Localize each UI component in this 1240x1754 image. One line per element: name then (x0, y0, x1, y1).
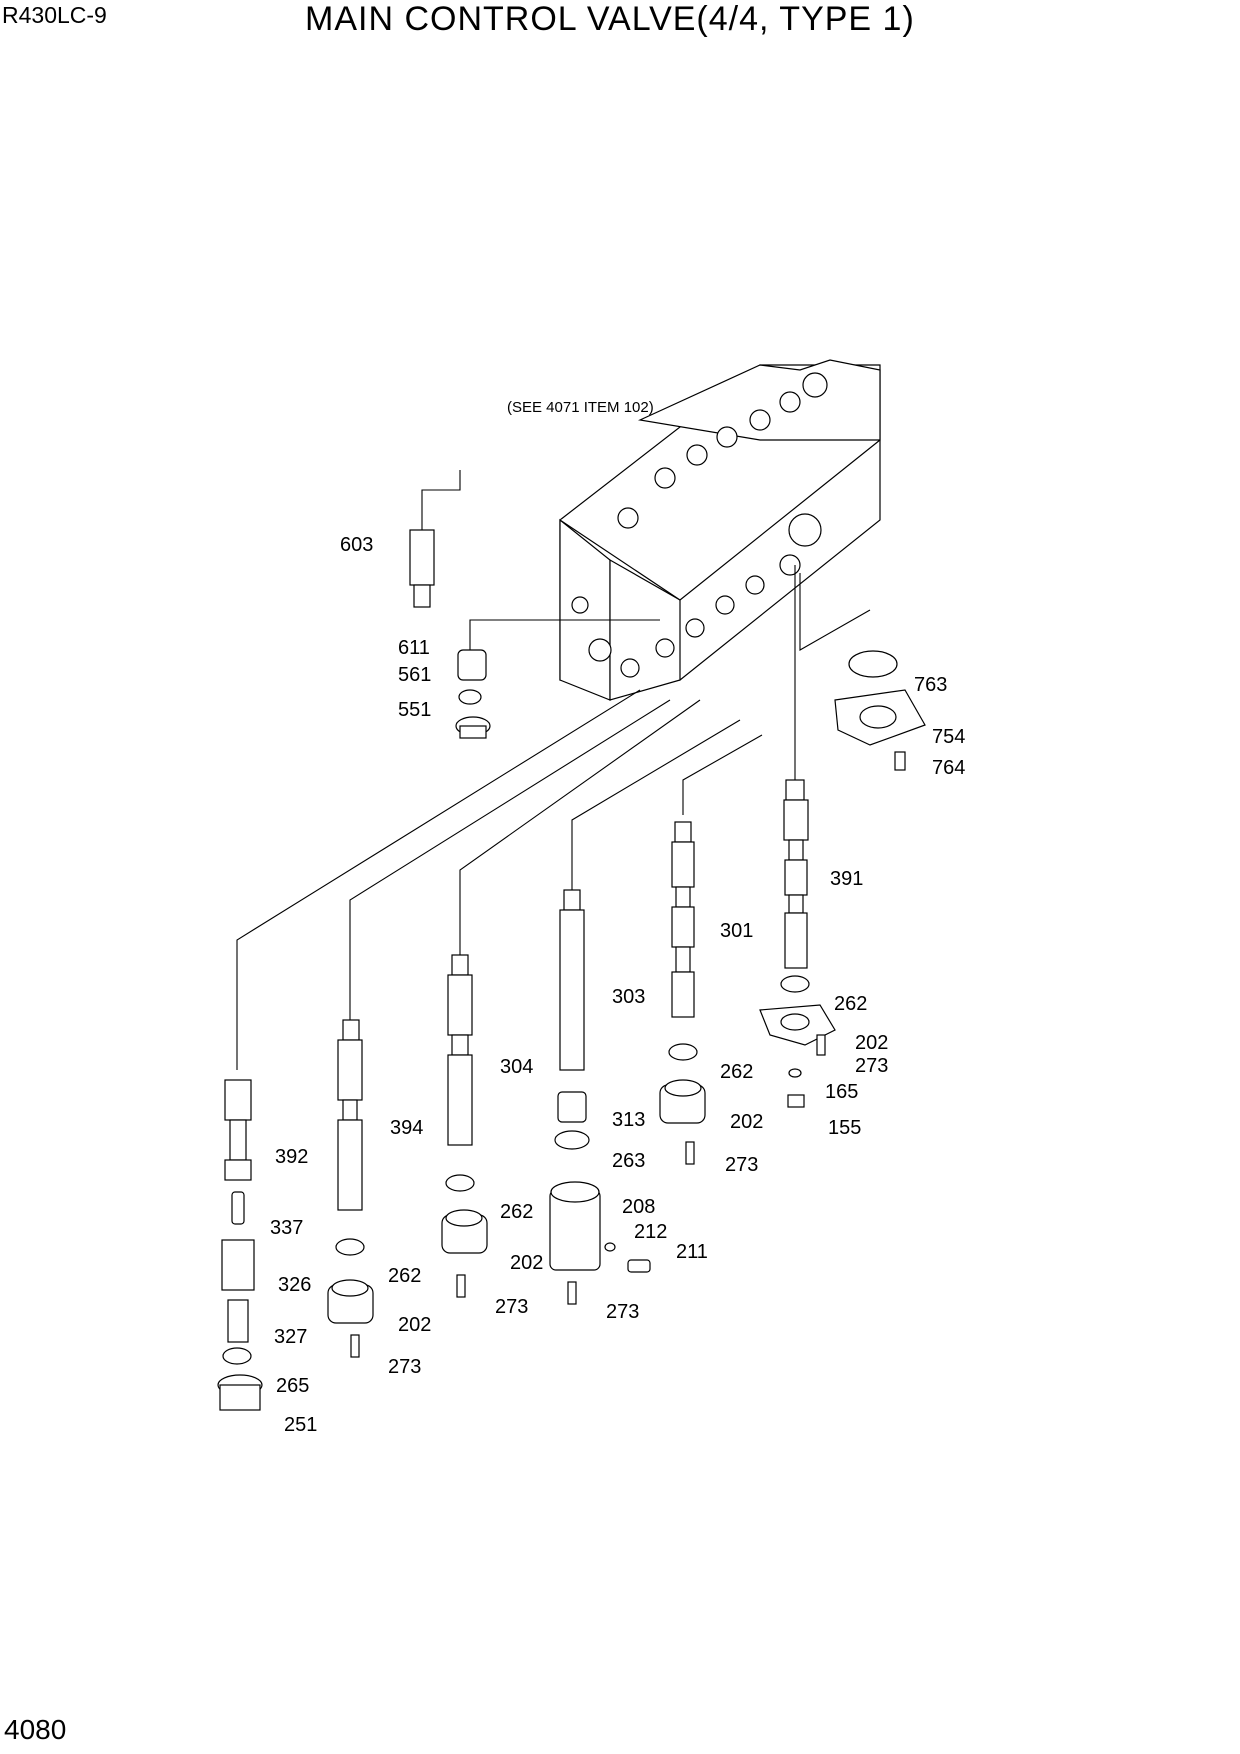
label-313: 313 (612, 1109, 645, 1131)
assembly-lines (236, 470, 871, 1070)
label-754: 754 (932, 726, 965, 748)
label-208: 208 (622, 1196, 655, 1218)
label-251: 251 (284, 1414, 317, 1436)
label-327: 327 (274, 1326, 307, 1348)
label-212: 212 (634, 1221, 667, 1243)
o-ring-262-b (668, 1043, 698, 1061)
ring-212 (604, 1242, 616, 1252)
cap-611 (457, 649, 487, 681)
ring-165 (788, 1068, 802, 1078)
pin-337 (231, 1191, 245, 1225)
label-202-b: 202 (730, 1111, 763, 1133)
label-603: 603 (340, 534, 373, 556)
bolt-273-e (350, 1334, 360, 1358)
valve-body (559, 359, 881, 701)
label-262-b: 262 (720, 1061, 753, 1083)
cover-208 (549, 1181, 601, 1271)
spool-304 (447, 954, 473, 1146)
model-code: R430LC-9 (2, 2, 107, 28)
label-262-a: 262 (834, 993, 867, 1015)
o-ring-263 (554, 1130, 590, 1150)
label-263: 263 (612, 1150, 645, 1172)
plug-551 (455, 716, 491, 739)
o-ring-561 (458, 689, 482, 705)
o-ring-262-a (780, 975, 810, 993)
cover-202-c (441, 1209, 488, 1254)
label-337: 337 (270, 1217, 303, 1239)
o-ring-262-d (335, 1238, 365, 1256)
spool-392 (224, 1079, 252, 1181)
spool-301 (671, 821, 695, 1018)
label-262-d: 262 (388, 1265, 421, 1287)
bolt-273-c (567, 1281, 577, 1305)
label-273-b: 273 (725, 1154, 758, 1176)
plug-313 (557, 1091, 587, 1123)
label-211: 211 (676, 1241, 708, 1263)
label-561: 561 (398, 664, 431, 686)
o-ring-262-c (445, 1174, 475, 1192)
label-262-c: 262 (500, 1201, 533, 1223)
spool-391 (783, 779, 809, 969)
cap-251 (217, 1374, 263, 1411)
label-273-d: 273 (495, 1296, 528, 1318)
bolt-273-b (685, 1141, 695, 1165)
label-303: 303 (612, 986, 645, 1008)
cover-202-b (659, 1079, 706, 1124)
o-ring-763 (848, 650, 898, 678)
bolt-211 (627, 1259, 651, 1273)
label-265: 265 (276, 1375, 309, 1397)
label-394: 394 (390, 1117, 423, 1139)
label-391: 391 (830, 868, 863, 890)
page-title: MAIN CONTROL VALVE(4/4, TYPE 1) (305, 0, 915, 38)
label-392: 392 (275, 1146, 308, 1168)
flange-754 (834, 689, 926, 746)
cover-202-a (759, 1004, 836, 1046)
plug-603 (409, 529, 435, 608)
spring-326 (221, 1239, 255, 1291)
label-326: 326 (278, 1274, 311, 1296)
spring-327 (227, 1299, 249, 1343)
label-611: 611 (398, 637, 430, 659)
bolt-273-a (816, 1034, 826, 1056)
spool-303 (559, 889, 585, 1071)
label-304: 304 (500, 1056, 533, 1078)
label-273-e: 273 (388, 1356, 421, 1378)
label-155: 155 (828, 1117, 861, 1139)
o-ring-265 (222, 1347, 252, 1365)
page-number: 4080 (4, 1714, 67, 1745)
label-301: 301 (720, 920, 753, 942)
plug-155 (787, 1094, 805, 1108)
label-165: 165 (825, 1081, 858, 1103)
label-551: 551 (398, 699, 431, 721)
reference-note: (SEE 4071 ITEM 102) (507, 399, 654, 416)
label-202-c: 202 (510, 1252, 543, 1274)
cover-202-d (327, 1279, 374, 1324)
spool-394 (337, 1019, 363, 1211)
label-273-a: 273 (855, 1055, 888, 1077)
bolt-764 (894, 751, 906, 771)
bolt-273-d (456, 1274, 466, 1298)
label-764: 764 (932, 757, 965, 779)
label-202-a: 202 (855, 1032, 888, 1054)
label-273-c: 273 (606, 1301, 639, 1323)
label-763: 763 (914, 674, 947, 696)
label-202-d: 202 (398, 1314, 431, 1336)
